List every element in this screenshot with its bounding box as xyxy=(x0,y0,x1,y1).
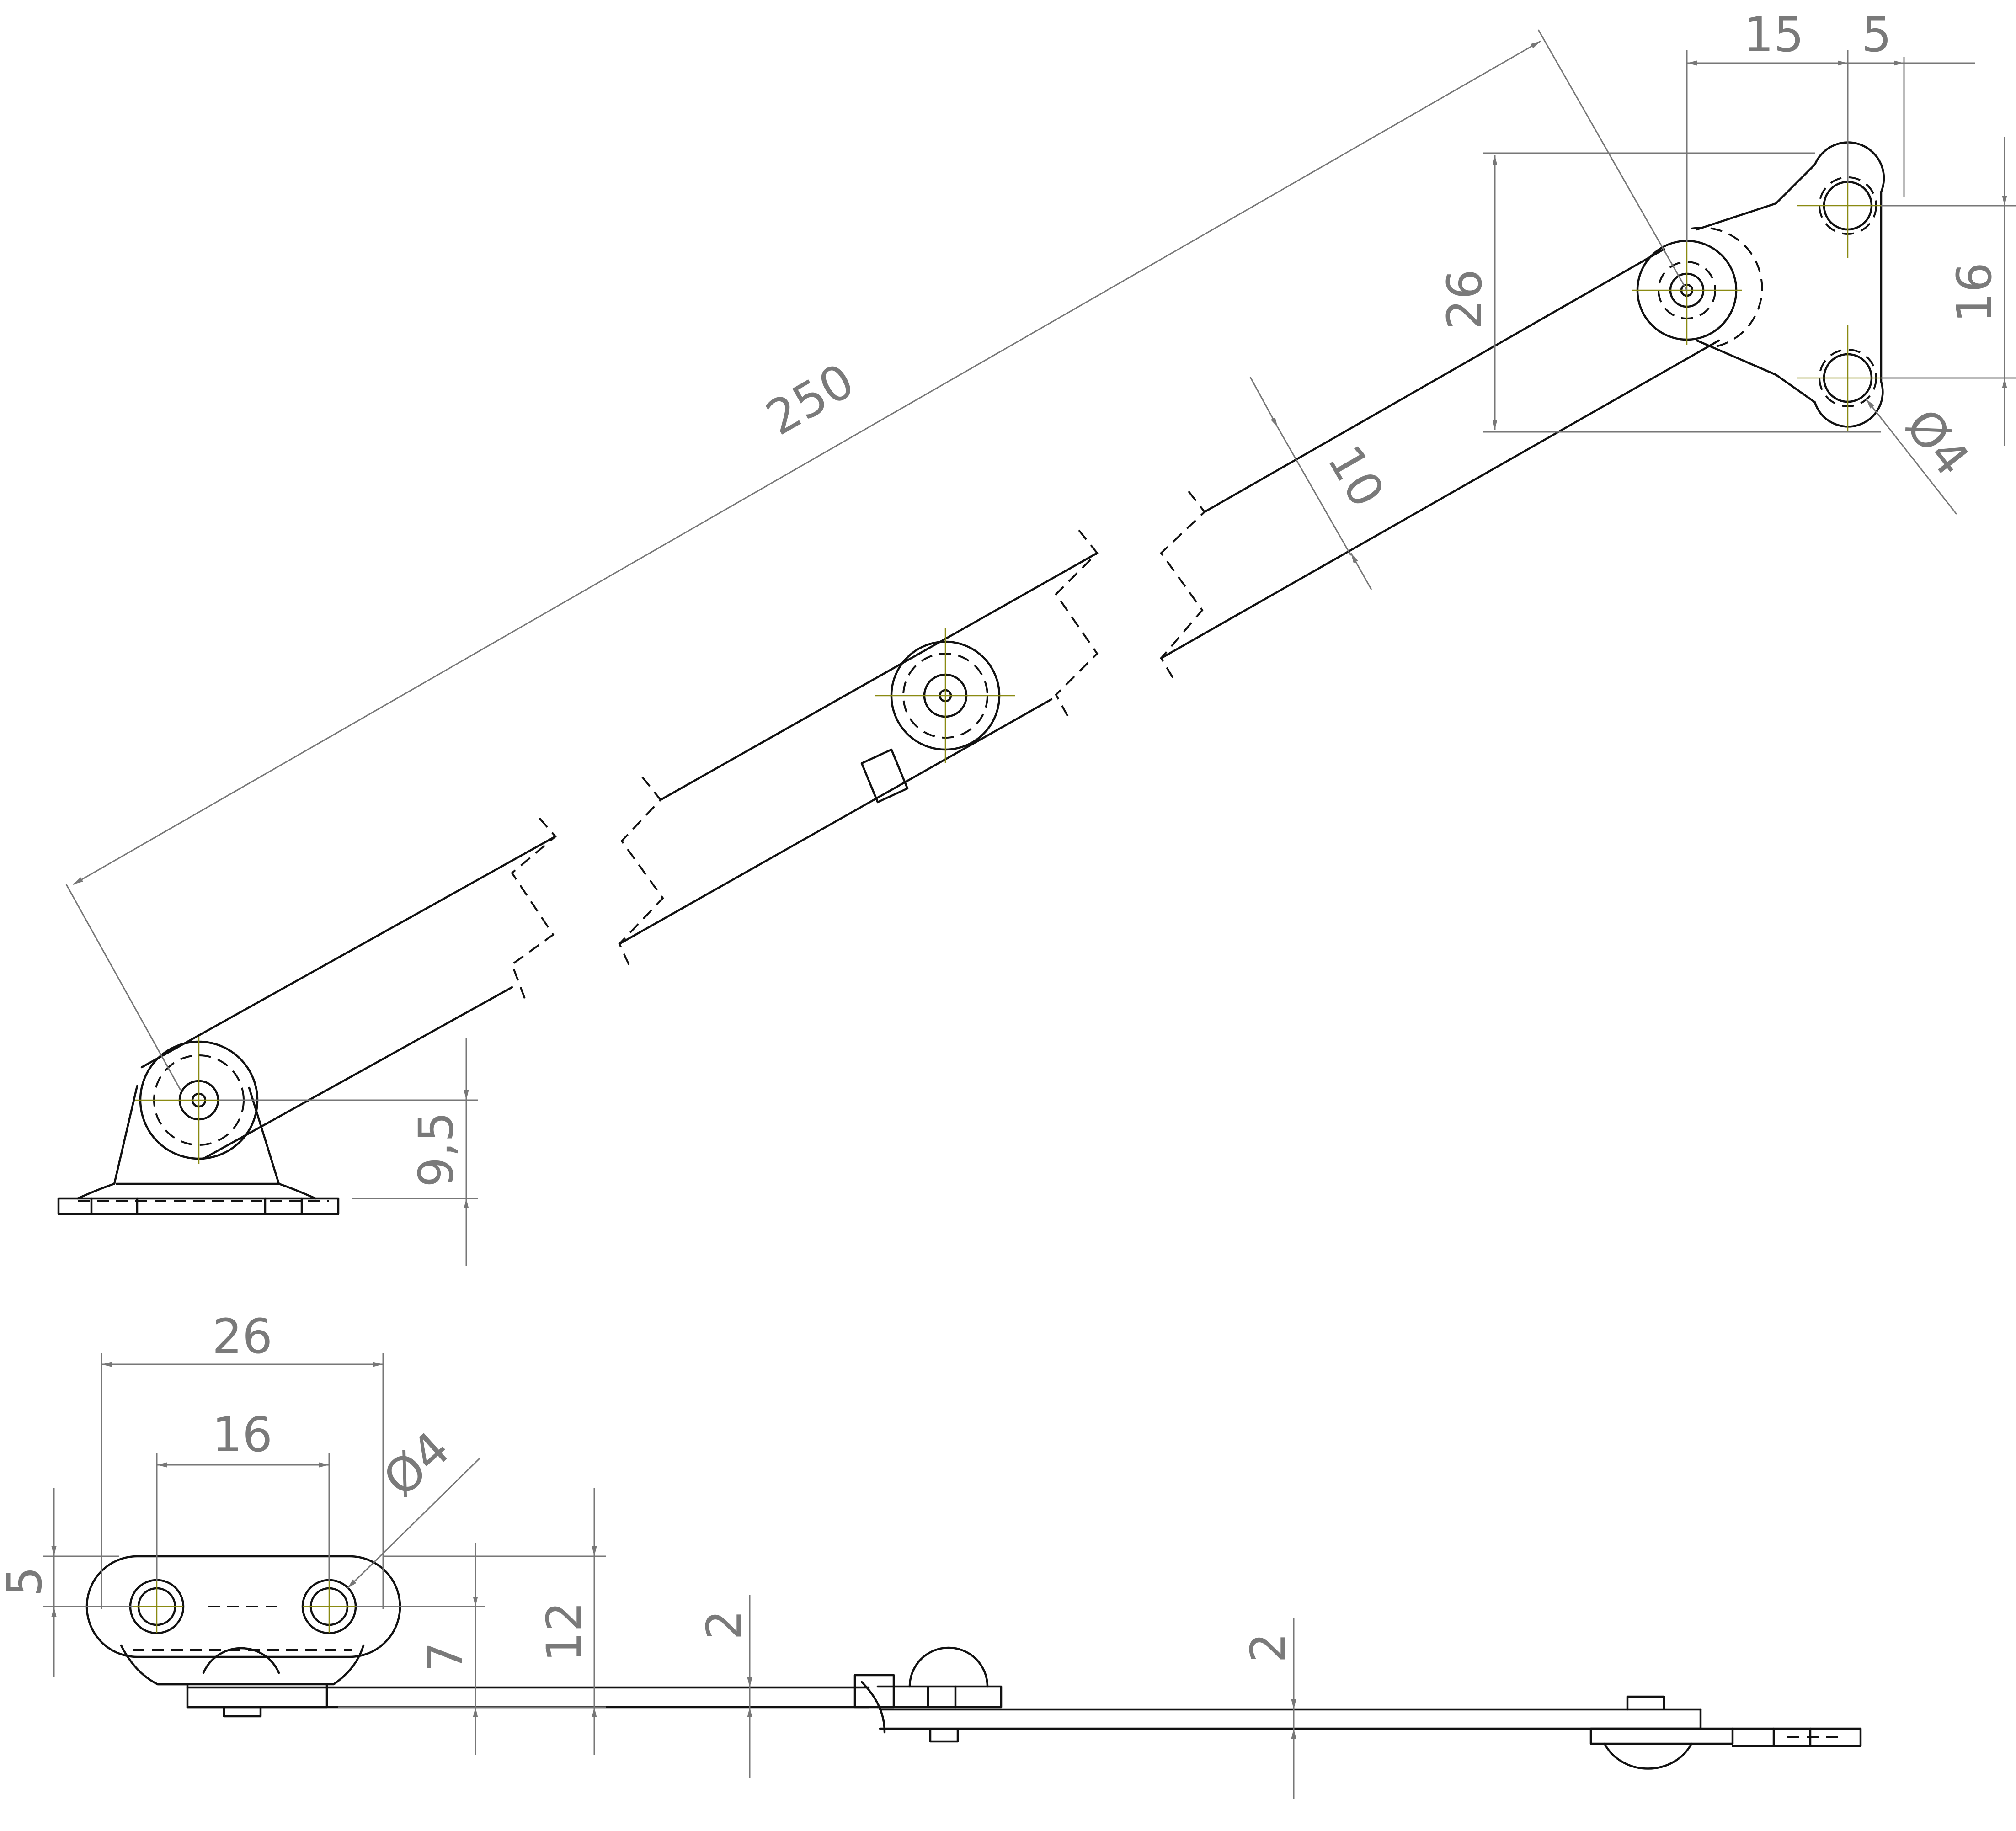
dimension-26-bracket: 26 xyxy=(1437,152,1881,433)
dimension-label-10: 10 xyxy=(1317,436,1395,516)
dimension-9-5: 9,5 xyxy=(219,1038,478,1266)
dimension-label-5: 5 xyxy=(1861,7,1892,63)
dimension-label-15: 15 xyxy=(1744,7,1804,63)
side-middle-joint xyxy=(876,1646,1003,1743)
dimension-label-26-bracket: 26 xyxy=(1437,269,1493,330)
dimension-26-side: 26 xyxy=(101,1309,384,1609)
side-bar-right xyxy=(879,1708,1702,1730)
dimension-2-right: 2 xyxy=(1240,1618,1296,1799)
dimension-12-side: 12 xyxy=(384,1488,606,1755)
dimension-label-dia-4-side: Ø4 xyxy=(373,1421,460,1507)
dimension-250: 250 xyxy=(65,29,1688,1091)
dimension-16-holes: 16 xyxy=(1881,137,2016,446)
dimension-label-2-left: 2 xyxy=(696,1610,752,1640)
dimension-label-9-5: 9,5 xyxy=(408,1112,464,1187)
top-view: 250 15 5 26 16 Ø4 xyxy=(57,7,2016,1266)
dimension-label-26-side: 26 xyxy=(212,1309,272,1364)
dimension-5-side: 5 xyxy=(0,1488,133,1677)
dimension-15-5: 15 5 xyxy=(1686,7,1975,242)
arm-segment-2 xyxy=(618,529,1099,969)
dimension-label-7-side: 7 xyxy=(417,1642,473,1672)
dimension-dia-4-top: Ø4 xyxy=(1865,399,1980,515)
dimension-label-dia-4-top: Ø4 xyxy=(1895,399,1980,486)
left-base-foot xyxy=(57,1085,340,1215)
dimension-2-left: 2 xyxy=(696,1595,752,1778)
top-right-bracket xyxy=(1632,141,1897,432)
side-left-plate xyxy=(85,1555,401,1718)
dimension-dia-4-side: Ø4 xyxy=(347,1421,481,1589)
dimension-10-arm: 10 xyxy=(1249,377,1395,590)
dimension-label-250: 250 xyxy=(757,352,864,446)
dimension-label-2-right: 2 xyxy=(1240,1633,1296,1663)
dimension-7-side: 7 xyxy=(338,1543,485,1755)
arm-segment-1 xyxy=(140,817,557,1160)
dimension-label-16-holes: 16 xyxy=(1947,262,2002,323)
dimension-label-12-side: 12 xyxy=(536,1602,592,1662)
dimension-label-16-side: 16 xyxy=(212,1407,272,1463)
side-view: 26 16 Ø4 5 7 xyxy=(0,1309,1862,1799)
side-right-bracket xyxy=(1589,1695,1862,1770)
dimension-label-5-side: 5 xyxy=(0,1566,53,1597)
dimension-16-side: 16 xyxy=(156,1407,330,1581)
